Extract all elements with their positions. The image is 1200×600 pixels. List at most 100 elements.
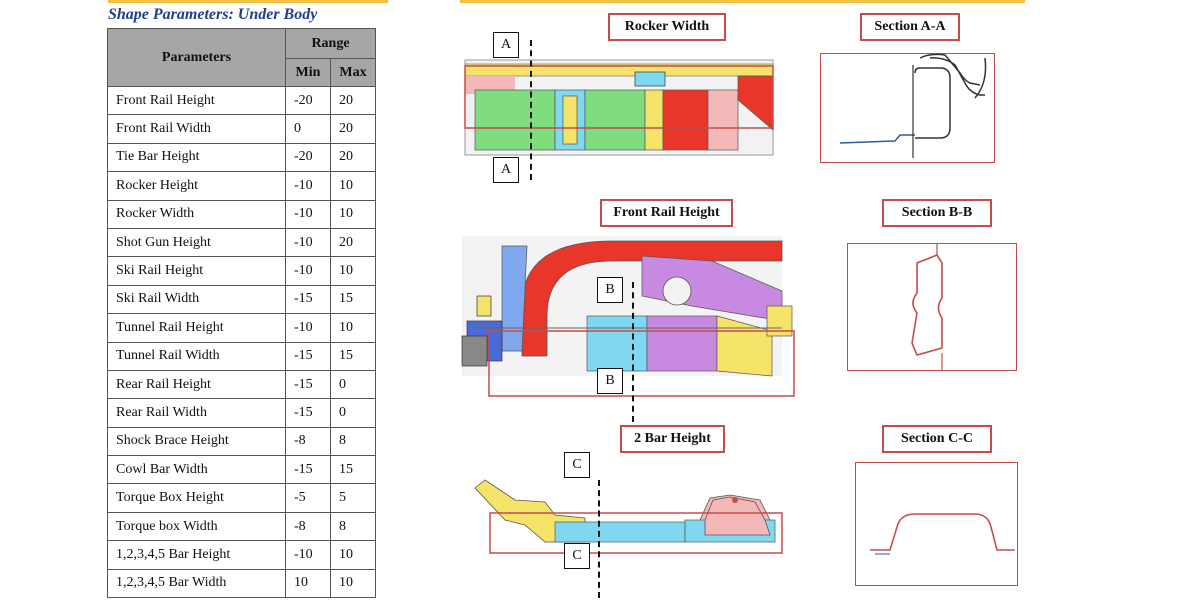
section-c-tag-top: C [564,452,590,478]
section-c-frame [855,462,1018,586]
param-name-cell: Tunnel Rail Height [107,313,286,343]
section-b-frame [847,243,1017,371]
param-max-cell: 10 [330,199,376,229]
param-min-cell: -10 [285,199,331,229]
param-max-cell: 15 [330,455,376,485]
param-max-cell: 20 [330,142,376,173]
param-name-cell: Torque Box Height [107,483,286,513]
param-name-cell: Torque box Width [107,511,286,542]
param-name-cell: Shot Gun Height [107,227,286,258]
param-max-cell: 10 [330,540,376,570]
section-c-cutline [598,480,600,598]
param-name-cell: Ski Rail Width [107,284,286,315]
param-min-cell: -8 [285,511,331,542]
section-b-profile [911,243,943,371]
param-min-cell: -10 [285,171,331,201]
param-max-cell: 5 [330,483,376,513]
section-a-tag-top: A [493,32,519,58]
param-min-cell: 10 [285,568,331,599]
shape-parameters-table: Parameters Range Min Max Front Rail Heig… [107,28,376,599]
param-max-cell: 20 [330,227,376,258]
param-max-cell: 20 [330,114,376,144]
section-c-label: Section C-C [882,425,992,453]
param-max-cell: 20 [330,85,376,116]
param-min-cell: 0 [285,114,331,144]
param-name-cell: Rear Rail Height [107,369,286,400]
section-a-profile [839,53,987,158]
param-min-cell: -10 [285,256,331,286]
param-min-cell: -15 [285,284,331,315]
section-b-label: Section B-B [882,199,992,227]
section-a-tag-bottom: A [493,157,519,183]
param-max-cell: 10 [330,568,376,599]
param-name-cell: Shock Brace Height [107,426,286,457]
param-min-cell: -5 [285,483,331,513]
table-title: Shape Parameters: Under Body [108,6,318,23]
param-max-cell: 15 [330,341,376,371]
param-name-cell: Front Rail Height [107,85,286,116]
param-min-cell: -20 [285,85,331,116]
header-max: Max [330,58,376,87]
top-accent-rule [460,0,1025,3]
header-parameters: Parameters [107,28,286,87]
param-name-cell: Front Rail Width [107,114,286,144]
param-name-cell: Tie Bar Height [107,142,286,173]
param-name-cell: Rocker Width [107,199,286,229]
param-min-cell: -8 [285,426,331,457]
section-b-cutline [632,282,634,422]
param-name-cell: Tunnel Rail Width [107,341,286,371]
front-rail-height-figure [461,236,795,397]
param-min-cell: -10 [285,313,331,343]
section-a-label: Section A-A [860,13,960,41]
param-min-cell: -20 [285,142,331,173]
param-max-cell: 0 [330,398,376,428]
param-name-cell: 1,2,3,4,5 Bar Height [107,540,286,570]
param-min-cell: -15 [285,341,331,371]
param-name-cell: Rocker Height [107,171,286,201]
rocker-width-figure [464,59,774,156]
param-name-cell: Ski Rail Height [107,256,286,286]
section-b-tag-top: B [597,277,623,303]
bar-height-figure [474,479,783,554]
param-max-cell: 0 [330,369,376,400]
param-max-cell: 15 [330,284,376,315]
param-max-cell: 10 [330,256,376,286]
bar-height-label: 2 Bar Height [620,425,725,453]
section-c-tag-bottom: C [564,543,590,569]
section-b-tag-bottom: B [597,368,623,394]
section-c-profile [870,513,1015,555]
header-range: Range [285,28,376,59]
rocker-width-label: Rocker Width [608,13,726,41]
param-name-cell: Cowl Bar Width [107,455,286,485]
param-max-cell: 10 [330,313,376,343]
param-max-cell: 10 [330,171,376,201]
top-accent-rule-left [108,0,388,3]
param-max-cell: 8 [330,426,376,457]
param-min-cell: -10 [285,540,331,570]
param-min-cell: -15 [285,455,331,485]
param-name-cell: 1,2,3,4,5 Bar Width [107,568,286,599]
param-min-cell: -10 [285,227,331,258]
param-max-cell: 8 [330,511,376,542]
section-a-frame [820,53,995,163]
param-name-cell: Rear Rail Width [107,398,286,428]
param-min-cell: -15 [285,398,331,428]
